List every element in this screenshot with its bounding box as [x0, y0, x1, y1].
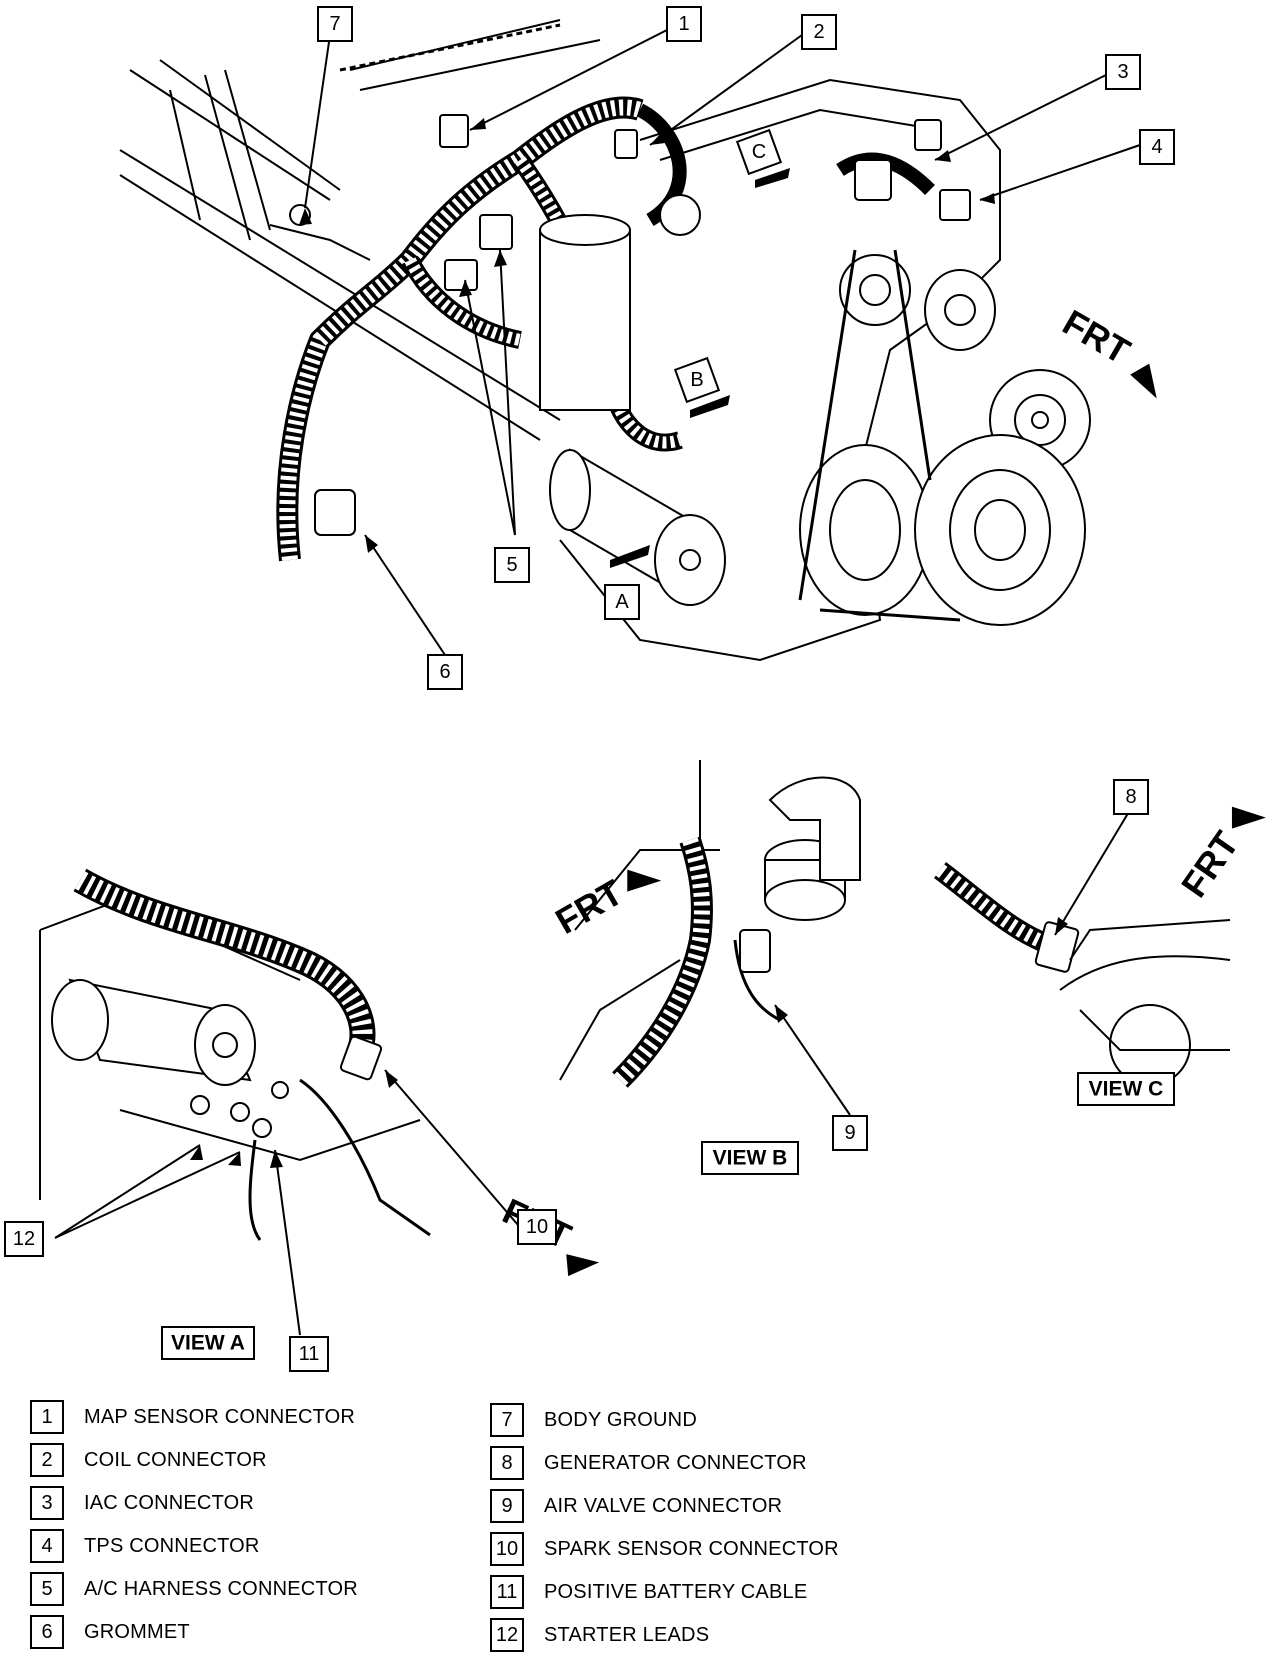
- view-b-label: VIEW B: [701, 1141, 799, 1175]
- legend-number: 8: [490, 1446, 524, 1480]
- view-c-illustration: FRT: [933, 806, 1266, 1086]
- view-marker-c: C: [735, 128, 790, 188]
- svg-text:10: 10: [526, 1216, 548, 1238]
- legend-item-12: 12 STARTER LEADS: [490, 1618, 709, 1652]
- svg-text:B: B: [690, 369, 703, 391]
- callout-1: 1: [666, 6, 702, 42]
- view-a-illustration: FRT: [39, 868, 600, 1277]
- callout-4: 4: [1139, 129, 1175, 165]
- view-a-label: VIEW A: [161, 1326, 255, 1360]
- main-engine-view: FRT: [119, 19, 1157, 662]
- legend-number: 5: [30, 1572, 64, 1606]
- svg-text:VIEW A: VIEW A: [171, 1332, 245, 1355]
- svg-text:FRT: FRT: [549, 871, 630, 942]
- legend-item-7: 7 BODY GROUND: [490, 1403, 697, 1437]
- callout-7: 7: [317, 6, 353, 42]
- svg-text:A: A: [615, 591, 629, 613]
- legend-label: MAP SENSOR CONNECTOR: [84, 1405, 356, 1428]
- svg-text:9: 9: [844, 1122, 855, 1144]
- legend-label: STARTER LEADS: [544, 1623, 710, 1646]
- callout-6: 6: [427, 654, 463, 690]
- legend-item-6: 6 GROMMET: [30, 1615, 190, 1649]
- legend-label: AIR VALVE CONNECTOR: [544, 1494, 783, 1517]
- svg-text:6: 6: [439, 661, 450, 683]
- svg-text:FRT: FRT: [1056, 301, 1137, 372]
- legend: 1 MAP SENSOR CONNECTOR 2 COIL CONNECTOR …: [0, 1400, 1280, 1666]
- legend-number: 1: [30, 1400, 64, 1434]
- svg-text:C: C: [752, 141, 766, 163]
- frt-arrow-view-b: FRT: [549, 869, 662, 942]
- svg-text:VIEW B: VIEW B: [713, 1147, 788, 1170]
- legend-label: IAC CONNECTOR: [84, 1491, 255, 1514]
- legend-label: TPS CONNECTOR: [84, 1534, 260, 1557]
- callout-3: 3: [1105, 54, 1141, 90]
- view-marker-b: B: [673, 356, 730, 418]
- legend-label: SPARK SENSOR CONNECTOR: [544, 1537, 839, 1560]
- view-b-illustration: FRT: [549, 760, 861, 1088]
- callout-9: 9: [832, 1115, 868, 1151]
- legend-item-5: 5 A/C HARNESS CONNECTOR: [30, 1572, 358, 1606]
- callout-5: 5: [494, 547, 530, 583]
- legend-number: 6: [30, 1615, 64, 1649]
- svg-text:7: 7: [329, 13, 340, 35]
- legend-item-10: 10 SPARK SENSOR CONNECTOR: [490, 1532, 839, 1566]
- legend-item-4: 4 TPS CONNECTOR: [30, 1529, 260, 1563]
- callout-10: 10: [517, 1209, 557, 1245]
- legend-number: 12: [490, 1618, 524, 1652]
- legend-label: POSITIVE BATTERY CABLE: [544, 1580, 808, 1603]
- legend-item-2: 2 COIL CONNECTOR: [30, 1443, 267, 1477]
- leader-arrowheads: [190, 118, 1068, 1168]
- legend-item-3: 3 IAC CONNECTOR: [30, 1486, 254, 1520]
- callout-12: 12: [4, 1221, 44, 1257]
- svg-text:3: 3: [1117, 61, 1128, 83]
- legend-number: 7: [490, 1403, 524, 1437]
- view-marker-a: A: [604, 545, 650, 620]
- legend-label: COIL CONNECTOR: [84, 1448, 267, 1471]
- legend-number: 10: [490, 1532, 524, 1566]
- legend-number: 4: [30, 1529, 64, 1563]
- frt-arrow-view-c: FRT: [1173, 806, 1266, 905]
- svg-text:11: 11: [299, 1343, 320, 1365]
- legend-number: 3: [30, 1486, 64, 1520]
- svg-text:1: 1: [678, 13, 689, 35]
- leader-lines: [54, 29, 1141, 1336]
- view-c-label: VIEW C: [1077, 1072, 1175, 1106]
- legend-number: 9: [490, 1489, 524, 1523]
- legend-item-9: 9 AIR VALVE CONNECTOR: [490, 1489, 782, 1523]
- svg-text:2: 2: [813, 21, 824, 43]
- svg-text:FRT: FRT: [1173, 824, 1247, 905]
- svg-text:12: 12: [13, 1228, 35, 1250]
- legend-item-8: 8 GENERATOR CONNECTOR: [490, 1446, 807, 1480]
- callout-8: 8: [1113, 779, 1149, 815]
- legend-label: BODY GROUND: [544, 1408, 697, 1431]
- legend-item-11: 11 POSITIVE BATTERY CABLE: [490, 1575, 807, 1609]
- svg-text:4: 4: [1151, 136, 1162, 158]
- legend-number: 11: [490, 1575, 524, 1609]
- legend-label: A/C HARNESS CONNECTOR: [84, 1577, 358, 1600]
- svg-text:5: 5: [506, 554, 517, 576]
- legend-item-1: 1 MAP SENSOR CONNECTOR: [30, 1400, 355, 1434]
- callout-11: 11: [289, 1336, 329, 1372]
- svg-text:VIEW C: VIEW C: [1089, 1078, 1164, 1101]
- svg-text:8: 8: [1125, 786, 1136, 808]
- legend-label: GENERATOR CONNECTOR: [544, 1451, 807, 1474]
- legend-label: GROMMET: [84, 1620, 190, 1643]
- legend-number: 2: [30, 1443, 64, 1477]
- callout-2: 2: [801, 14, 837, 50]
